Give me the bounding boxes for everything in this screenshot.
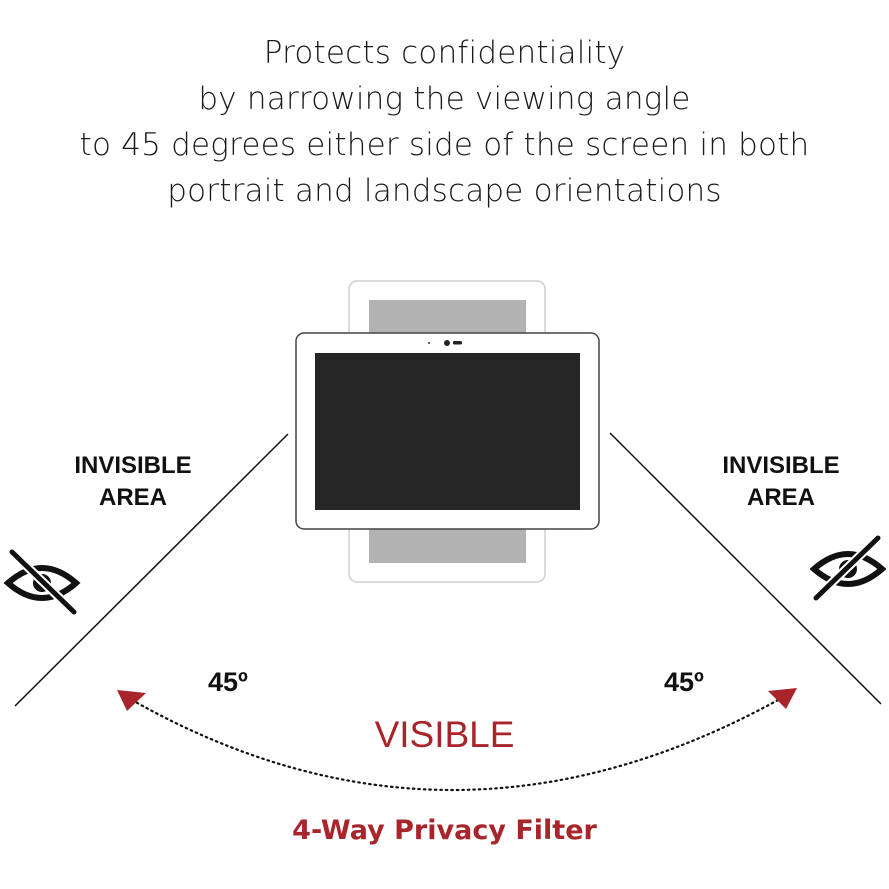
heading-line: to 45 degrees either side of the screen …	[79, 127, 810, 163]
visible-label: VISIBLE	[374, 714, 515, 755]
right-arrowhead-icon	[768, 688, 797, 709]
product-title: 4-Way Privacy Filter	[292, 815, 597, 846]
eye-slash-icon	[809, 534, 887, 602]
label-line: INVISIBLE	[74, 452, 192, 479]
right-invisible-area-label: INVISIBLE AREA	[700, 450, 862, 514]
label-line: INVISIBLE	[722, 452, 840, 479]
left-boundary-line	[14, 433, 289, 707]
right-boundary-line	[609, 432, 882, 705]
label-line: AREA	[746, 484, 815, 511]
visible-arc	[130, 698, 780, 791]
heading: Protects confidentiality by narrowing th…	[0, 30, 889, 214]
heading-line: Protects confidentiality	[263, 35, 626, 71]
heading-line: portrait and landscape orientations	[167, 173, 722, 209]
right-angle-label: 45º	[664, 667, 704, 697]
left-arrowhead-icon	[117, 690, 146, 711]
left-angle-label: 45º	[208, 667, 248, 697]
left-invisible-area-label: INVISIBLE AREA	[52, 450, 214, 514]
heading-line: by narrowing the viewing angle	[198, 81, 691, 117]
label-line: AREA	[98, 484, 167, 511]
landscape-tablet	[295, 332, 600, 530]
eye-slash-icon	[3, 548, 81, 616]
